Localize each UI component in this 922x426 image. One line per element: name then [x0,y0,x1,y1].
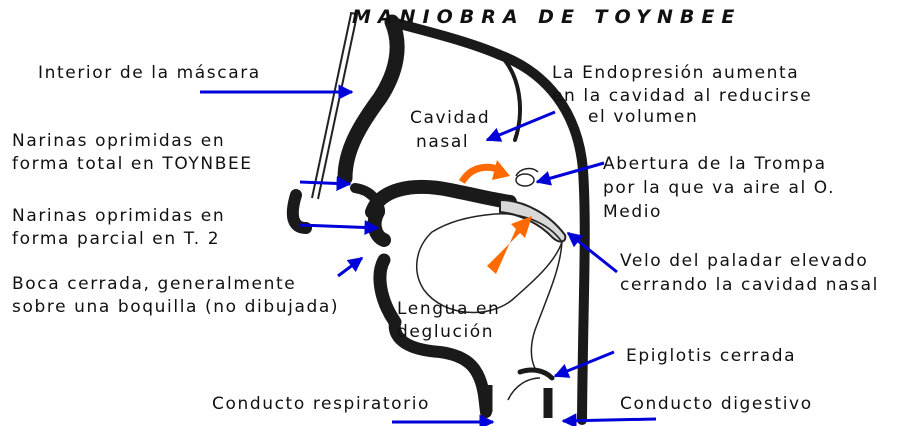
label-endopresion-line2: en la cavidad al reducirse [552,86,813,106]
arrow-digestivo [561,413,657,426]
arrow-cavidad [485,110,556,142]
arrow-abertura [535,161,605,186]
label-cavidad-line2: nasal [416,132,470,152]
epiglottis [517,367,555,381]
head-outline [286,14,590,425]
eustachian-opening [515,173,535,187]
arrow-narinas-parcial [299,219,380,235]
mask-tube [311,12,359,200]
label-epiglotis: Epiglotis cerrada [626,346,797,366]
arrow-narinas-total [299,175,352,191]
pharynx-wall [507,377,541,401]
arrow-velo [566,231,618,274]
label-conducto-respiratorio: Conducto respiratorio [212,394,431,414]
arrow-boca [337,256,364,278]
label-narinas-parcial-line1: Narinas oprimidas en [12,206,226,226]
chin-throat [388,316,492,418]
label-lengua-line2: deglución [397,322,495,342]
label-velo-line1: Velo del paladar elevado [620,251,869,271]
label-cavidad-line1: Cavidad [410,108,491,128]
airflow-curve-head [492,160,510,180]
label-narinas-total-line1: Narinas oprimidas en [12,131,226,151]
label-narinas-parcial-line2: forma parcial en T. 2 [12,229,221,249]
tongue-base [530,241,563,371]
diagram-title: MANIOBRA DE TOYNBEE [352,6,742,28]
label-velo-line2: cerrando la cavidad nasal [620,275,879,295]
label-abertura-line3: Medio [603,202,663,222]
pointer-arrows [200,84,657,426]
hard-palate [365,180,517,219]
label-abertura-line1: Abertura de la Trompa [603,154,827,174]
eustachian-tube [515,167,539,177]
label-endopresion-line1: La Endopresión aumenta [552,63,800,83]
lower-lip [373,253,402,329]
label-narinas-total-line2: forma total en TOYNBEE [12,154,253,174]
label-endopresion-line3: el volumen [588,107,699,127]
label-boca-line2: sobre una boquilla (no dibujada) [12,297,340,317]
pressure-arrow [487,216,532,274]
label-conducto-digestivo: Conducto digestivo [620,394,813,414]
label-interior-mascara: Interior de la máscara [38,63,261,83]
label-boca-line1: Boca cerrada, generalmente [12,274,297,294]
label-abertura-line2: por la que va aire al O. [603,178,836,198]
upper-lip [367,205,391,247]
tongue [416,213,563,314]
arrow-epiglotis [553,350,615,378]
label-lengua-line1: Lengua en [397,299,501,319]
